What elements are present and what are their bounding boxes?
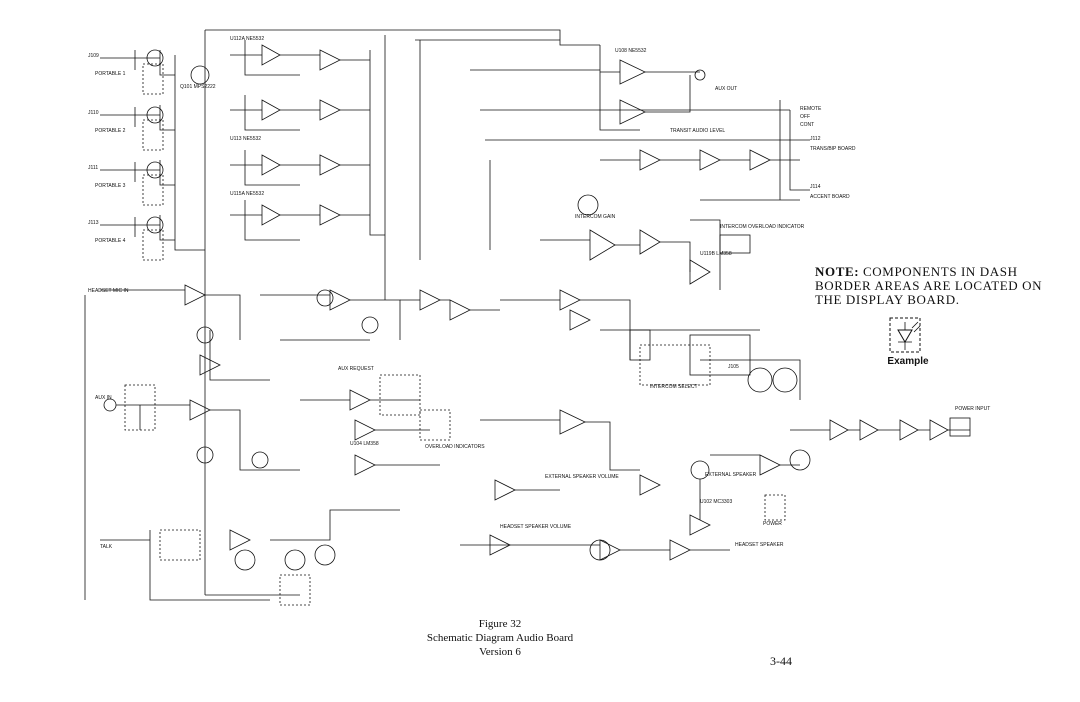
label-off: OFF bbox=[800, 114, 810, 120]
label-j109: J109 bbox=[88, 53, 99, 59]
schematic-labels: J109 J110 J111 J113 PORTABLE 1 PORTABLE … bbox=[88, 36, 990, 550]
label-j113: J113 bbox=[88, 220, 99, 226]
opamp-stage-portable-2 bbox=[230, 95, 370, 131]
note-lead: NOTE: bbox=[815, 264, 860, 279]
display-board-note: NOTE: COMPONENTS IN DASH BORDER AREAS AR… bbox=[815, 265, 1045, 307]
label-power: POWER bbox=[763, 521, 782, 527]
portable-channel-3 bbox=[100, 160, 175, 206]
label-headset-speaker-volume: HEADSET SPEAKER VOLUME bbox=[500, 524, 572, 530]
label-overload-indicators: OVERLOAD INDICATORS bbox=[425, 444, 485, 450]
example-dashed-box bbox=[889, 317, 921, 353]
label-external-speaker-volume: EXTERNAL SPEAKER VOLUME bbox=[545, 474, 619, 480]
label-talk: TALK bbox=[100, 544, 113, 550]
label-portable-2: PORTABLE 2 bbox=[95, 128, 126, 134]
label-cont: CONT bbox=[800, 122, 814, 128]
label-remote: REMOTE bbox=[800, 106, 822, 112]
label-u104: U104 LM358 bbox=[350, 441, 379, 447]
label-headset-speaker: HEADSET SPEAKER bbox=[735, 542, 784, 548]
portable-channel-4 bbox=[100, 215, 175, 261]
label-intercom-select: INTERCOM SELECT bbox=[650, 384, 698, 390]
opamp-stage-portable-3 bbox=[230, 150, 370, 186]
label-headset-mic-in: HEADSET MIC IN bbox=[88, 288, 129, 294]
label-aux-in: AUX IN bbox=[95, 395, 112, 401]
label-u102: U102 MC3303 bbox=[700, 499, 732, 505]
label-u113: U113 NE5532 bbox=[230, 136, 261, 142]
label-transit-audio-level: TRANSIT AUDIO LEVEL bbox=[670, 128, 725, 134]
figure-version: Version 6 bbox=[479, 646, 521, 658]
label-aux-request: AUX REQUEST bbox=[338, 366, 374, 372]
label-j105: J105 bbox=[728, 364, 739, 370]
label-u108: U108 NE5532 bbox=[615, 48, 647, 54]
label-aux-out: AUX OUT bbox=[715, 86, 737, 92]
portable-channel-1 bbox=[100, 49, 175, 95]
label-j114: J114 bbox=[810, 184, 821, 190]
opamp-stage-portable-1 bbox=[230, 40, 370, 76]
label-q101: Q101 MPS2222 bbox=[180, 84, 216, 90]
portable-channel-2 bbox=[100, 105, 175, 151]
label-intercom-gain: INTERCOM GAIN bbox=[575, 214, 616, 220]
label-portable-1: PORTABLE 1 bbox=[95, 71, 126, 77]
label-intercom-overload: INTERCOM OVERLOAD INDICATOR bbox=[720, 224, 805, 230]
label-portable-3: PORTABLE 3 bbox=[95, 183, 126, 189]
note-text: COMPONENTS IN DASH BORDER AREAS ARE LOCA… bbox=[815, 264, 1043, 307]
label-external-speaker: EXTERNAL SPEAKER bbox=[705, 472, 757, 478]
label-trans-bip-board: TRANS/BIP BOARD bbox=[810, 146, 856, 152]
figure-title: Schematic Diagram Audio Board bbox=[426, 632, 574, 644]
label-j110: J110 bbox=[88, 110, 99, 116]
label-u112: U112A NE5532 bbox=[230, 36, 264, 42]
label-power-input: POWER INPUT bbox=[955, 406, 990, 412]
label-accent-board: ACCENT BOARD bbox=[810, 194, 850, 200]
label-portable-4: PORTABLE 4 bbox=[95, 238, 126, 244]
page-number: 3-44 bbox=[770, 654, 792, 668]
label-j111: J111 bbox=[88, 165, 98, 171]
opamp-stage-portable-4 bbox=[230, 200, 370, 241]
example-label: Example bbox=[887, 356, 929, 367]
label-u119: U119B LM358 bbox=[700, 251, 732, 257]
label-j112: J112 bbox=[810, 136, 821, 142]
label-u115: U115A NE5532 bbox=[230, 191, 264, 197]
figure-caption: Figure 32 Schematic Diagram Audio Board … bbox=[380, 617, 620, 659]
figure-number: Figure 32 bbox=[478, 618, 522, 630]
